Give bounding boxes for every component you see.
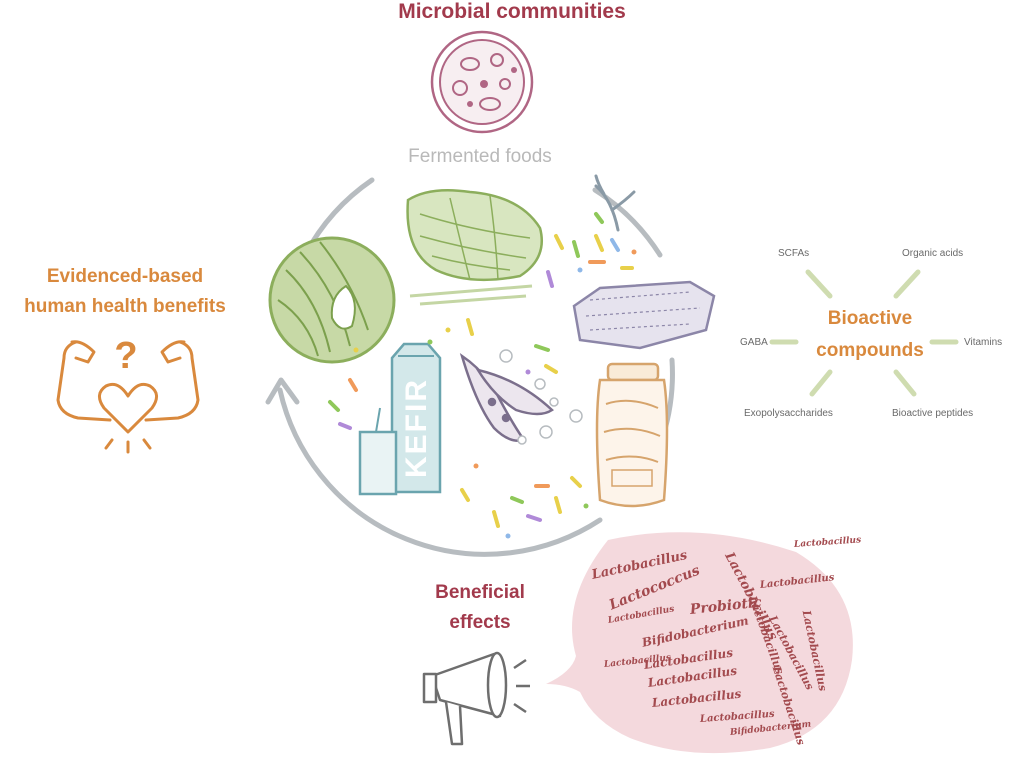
microbial-communities-title: Microbial communities xyxy=(398,0,626,23)
bioactive-peptides: Bioactive peptides xyxy=(892,408,974,419)
megaphone-icon xyxy=(422,651,530,746)
soybean-pods-icon xyxy=(459,353,555,442)
cabbage-leaf-icon xyxy=(406,188,543,306)
bioactive-scfas: SCFAs xyxy=(778,248,810,259)
fermented-foods-title: Fermented foods xyxy=(408,146,552,167)
health-benefits-line1: Evidenced-based xyxy=(46,266,204,287)
cycle-arrow-top-right xyxy=(592,187,663,258)
question-mark-icon: ? xyxy=(114,335,137,377)
bioactive-gaba: GABA xyxy=(740,337,768,348)
herb-sprig-icon xyxy=(594,174,636,232)
bioactive-vitamins: Vitamins xyxy=(964,337,1003,348)
microbe-particles xyxy=(328,212,637,539)
kimchi-jar-icon xyxy=(595,362,669,508)
speech-bubble xyxy=(546,532,853,754)
cycle-arrow-bottom xyxy=(277,387,603,557)
bioactive-line2: compounds xyxy=(816,340,924,361)
bioactive-line1: Bioactive xyxy=(827,308,913,329)
bubbles xyxy=(499,349,583,445)
petri-dish-icon xyxy=(430,30,534,134)
bioactive-exopolysaccharides: Exopolysaccharides xyxy=(744,408,833,419)
health-benefits-line2: human health benefits xyxy=(24,296,226,317)
kefir-carton-icon: KEFIR xyxy=(358,342,442,496)
beneficial-line2: effects xyxy=(449,612,511,633)
health-benefits-title: Evidenced-based human health benefits xyxy=(0,262,270,322)
health-arms-heart-icon xyxy=(56,340,200,454)
beneficial-effects-title: Beneficial effects xyxy=(395,578,565,638)
bioactive-organic-acids: Organic acids xyxy=(902,248,964,259)
cabbage-icon xyxy=(268,236,396,364)
bioactive-arrows xyxy=(769,269,959,397)
kefir-label: KEFIR xyxy=(400,378,433,478)
tempeh-icon xyxy=(572,280,716,350)
beneficial-line1: Beneficial xyxy=(435,582,525,603)
bioactive-compounds-title: Bioactive compounds xyxy=(790,303,950,367)
